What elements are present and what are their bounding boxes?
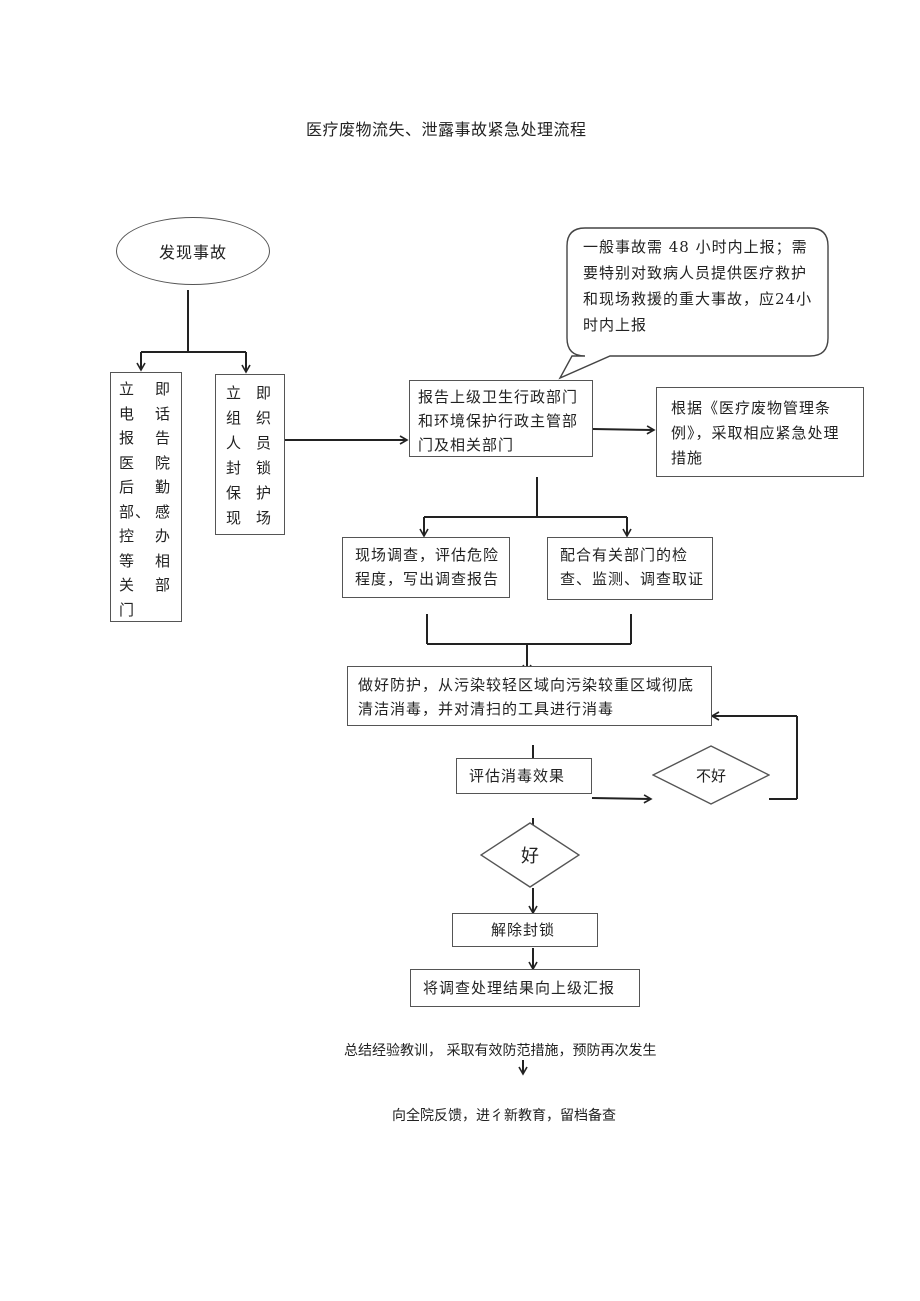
cooperate-label: 配合有关部门的检查、监测、调查取证 — [560, 546, 705, 588]
good-decision: 好 — [480, 822, 580, 888]
report-authorities-label: 报告上级卫生行政部门和环境保护行政主管部门及相关部门 — [418, 388, 579, 454]
phone-report-col-right: 即话告院勤感办相部 — [155, 380, 172, 594]
regulation-measures-label: 根据《医疗废物管理条例》，采取相应紧急处理措施 — [671, 399, 840, 467]
start-node: 发现事故 — [116, 217, 270, 285]
report-result-label: 将调查处理结果向上级汇报 — [423, 979, 616, 997]
start-node-label: 发现事故 — [158, 243, 227, 262]
disinfect-box: 做好防护，从污染较轻区域向污染较重区域彻底清洁消毒，并对清扫的工具进行消毒 — [347, 666, 712, 726]
unseal-label: 解除封锁 — [491, 921, 556, 939]
phone-report-col-left: 立电报医后部、控等关门 — [119, 380, 152, 619]
investigate-label: 现场调查，评估危险程度，写出调查报告 — [355, 546, 500, 588]
evaluate-box: 评估消毒效果 — [456, 758, 592, 794]
disinfect-label: 做好防护，从污染较轻区域向污染较重区域彻底清洁消毒，并对清扫的工具进行消毒 — [358, 676, 695, 718]
good-diamond-shape — [480, 822, 580, 888]
feedback-text: 向全院反馈，进彳新教育，留档备查 — [392, 1108, 616, 1124]
report-authorities-box: 报告上级卫生行政部门和环境保护行政主管部门及相关部门 — [409, 380, 593, 457]
seal-site-box: 立组人封保现 即织员锁护场 — [215, 374, 285, 535]
bad-decision: 不好 — [652, 745, 770, 805]
regulation-measures-box: 根据《医疗废物管理条例》，采取相应紧急处理措施 — [656, 387, 864, 477]
reporting-callout: 一般事故需 48 小时内上报；需要特别对致病人员提供医疗救护和现场救援的重大事故… — [583, 238, 813, 334]
unseal-box: 解除封锁 — [452, 913, 598, 947]
bad-label: 不好 — [695, 767, 726, 785]
investigate-box: 现场调查，评估危险程度，写出调查报告 — [342, 537, 510, 598]
bad-diamond-shape — [652, 745, 770, 805]
summary-text: 总结经验教训， 采取有效防范措施，预防再次发生 — [344, 1043, 657, 1059]
seal-site-col-right: 即织员锁护场 — [256, 384, 273, 527]
phone-report-box: 立电报医后部、控等关门 即话告院勤感办相部 — [110, 372, 182, 622]
report-result-box: 将调查处理结果向上级汇报 — [410, 969, 640, 1007]
page-title: 医疗废物流失、泄露事故紧急处理流程 — [306, 120, 587, 139]
seal-site-col-left: 立组人封保现 — [226, 384, 243, 527]
cooperate-box: 配合有关部门的检查、监测、调查取证 — [547, 537, 713, 600]
evaluate-label: 评估消毒效果 — [469, 767, 566, 785]
good-label: 好 — [521, 846, 539, 867]
